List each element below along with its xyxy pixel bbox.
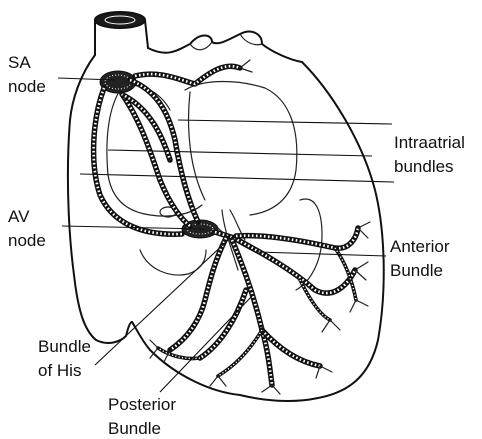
intraatrial-leader-3 bbox=[80, 174, 394, 182]
anterior-bundle-label: Anterior Bundle bbox=[390, 237, 454, 280]
posterior-bundle-label-line1: Posterior bbox=[108, 395, 176, 414]
bundle-of-his-leader bbox=[95, 240, 228, 365]
heart-outline bbox=[68, 12, 384, 401]
intraatrial-bundles-label: Intraatrial bundles bbox=[394, 133, 470, 176]
anterior-bundle-label-line1: Anterior bbox=[390, 237, 450, 256]
intraatrial-leader-1 bbox=[178, 120, 392, 124]
bundle-of-his-label-line2: of His bbox=[38, 361, 81, 380]
av-node-label-line1: AV bbox=[8, 207, 30, 226]
sa-node-label-line1: SA bbox=[8, 53, 31, 72]
sa-node-label: SA node bbox=[8, 53, 46, 96]
intraatrial-bundles-label-line1: Intraatrial bbox=[394, 133, 465, 152]
anterior-bundle-label-line2: Bundle bbox=[390, 261, 443, 280]
intraatrial-leader-2 bbox=[108, 150, 372, 156]
anterior-bundle-tract bbox=[234, 228, 358, 320]
av-node-label: AV node bbox=[8, 207, 46, 250]
labels: SA node Intraatrial bundles AV node Ante… bbox=[8, 53, 470, 438]
av-node-label-line2: node bbox=[8, 231, 46, 250]
bundle-of-his-label-line1: Bundle bbox=[38, 337, 91, 356]
sa-node-label-line2: node bbox=[8, 77, 46, 96]
intraatrial-bundles-label-line2: bundles bbox=[394, 157, 454, 176]
posterior-bundle-label: Posterior Bundle bbox=[108, 395, 181, 438]
anterior-bundle-leader bbox=[258, 252, 386, 256]
posterior-bundle-label-line2: Bundle bbox=[108, 419, 161, 438]
bundle-of-his-label: Bundle of His bbox=[38, 337, 96, 380]
posterior-bundle-tract bbox=[158, 240, 320, 385]
right-bundle-tract bbox=[170, 238, 226, 350]
